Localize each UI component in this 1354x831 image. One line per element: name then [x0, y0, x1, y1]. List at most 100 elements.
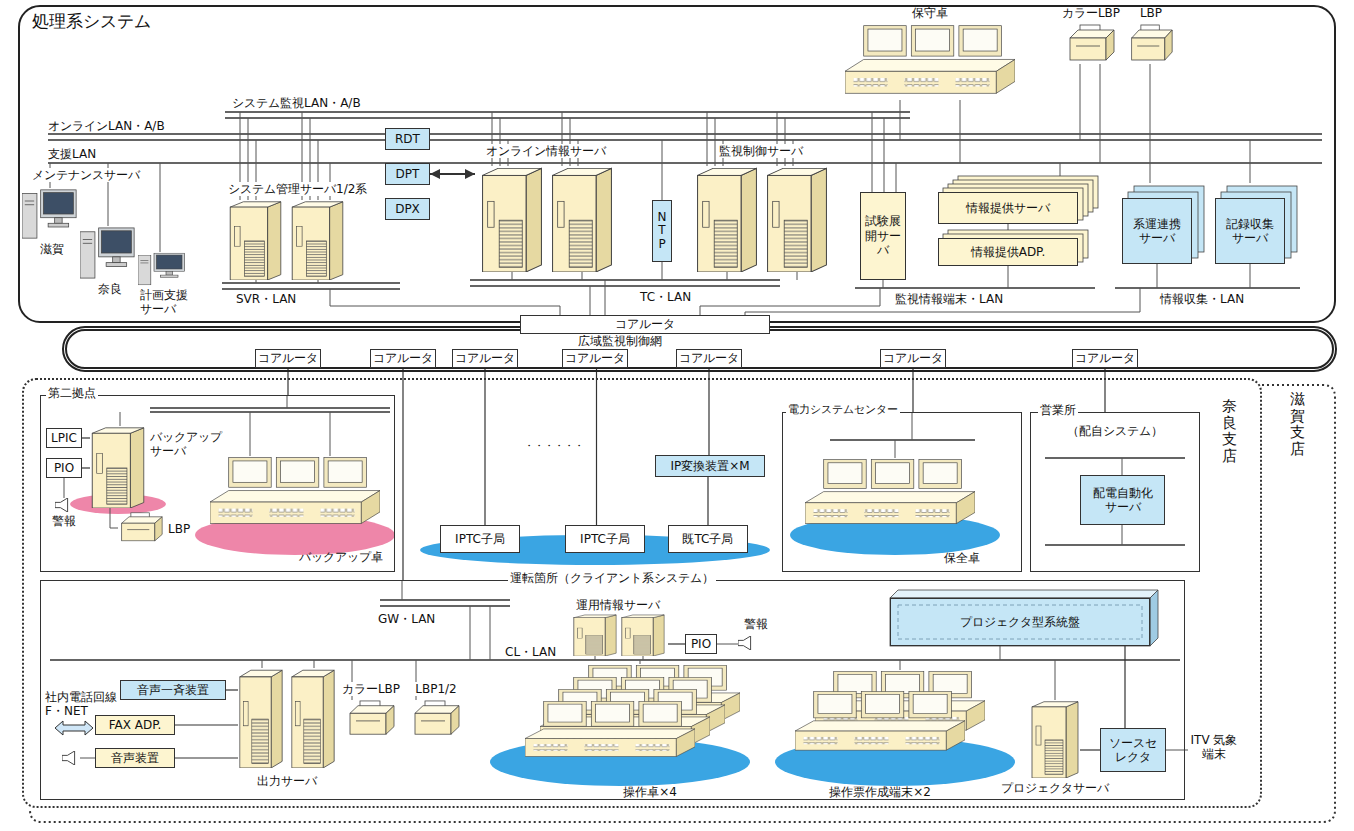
connector	[912, 368, 913, 412]
branch-region: 奈良支店第二拠点LPICPIOバックアップサーバLBPバックアップ卓IPTC子局…	[22, 378, 1262, 808]
connector	[707, 477, 708, 525]
server-icon	[292, 670, 334, 768]
console: バックアップ卓	[205, 452, 385, 564]
box-label: プロジェクタ型系統盤	[960, 615, 1080, 629]
node-label: 保全卓	[944, 551, 980, 565]
node-label: 監視制御サーバ	[717, 144, 805, 158]
computer-icon	[80, 228, 134, 278]
connector	[484, 368, 485, 525]
box-label: コアルータ	[679, 351, 739, 365]
connector	[287, 368, 288, 395]
box-label: IPTC子局	[455, 532, 505, 546]
box-label: 記録収集サーバ	[1220, 217, 1280, 246]
panel-depth	[890, 590, 1158, 598]
box-label: RDT	[395, 132, 420, 146]
text-label: SVR・LAN	[236, 292, 296, 306]
server-pair: オンライン情報サーバ	[475, 144, 617, 274]
speaker-icon	[62, 751, 75, 765]
printer-icon	[350, 701, 394, 734]
node-label: 滋賀支店	[1290, 391, 1305, 457]
maintenance-console: 保守卓	[840, 6, 1020, 104]
text-label: ・・・・・・	[524, 440, 584, 452]
core-router: コアルータ	[452, 349, 518, 368]
server-box: 試験展開サーバ	[860, 192, 906, 280]
console-icon	[525, 701, 695, 756]
text-label: TC・LAN	[640, 290, 691, 304]
node-label: システム管理サーバ1/2系	[226, 182, 369, 196]
node-label: バックアップサーバ	[150, 430, 225, 459]
node-label: オンライン情報サーバ	[484, 144, 608, 158]
node-label: 営業所	[1038, 403, 1078, 417]
server-box: 配電自動化サーバ	[1080, 475, 1165, 525]
text-label: 警報	[744, 617, 768, 631]
server-icon	[1032, 702, 1078, 778]
drop-wires	[50, 64, 1250, 758]
site-panel: 第二拠点LPICPIOバックアップサーバLBPバックアップ卓	[40, 395, 395, 572]
console-icon	[795, 691, 965, 750]
server-pair: 出力サーバ	[238, 668, 336, 770]
server-icon	[622, 615, 664, 656]
box-label: IP変換装置×M	[670, 459, 749, 473]
node-label: 保守卓	[912, 6, 948, 20]
io-box: LPIC	[46, 428, 82, 448]
printer-icon	[1132, 25, 1172, 60]
console-icon	[805, 460, 975, 524]
station-box: IPTC子局	[440, 525, 520, 553]
node-label: 操作卓×4	[623, 785, 677, 799]
node-label: LBP	[1140, 6, 1162, 20]
node-label: LBP	[168, 522, 190, 536]
text-label: 計画支援サーバ	[140, 288, 192, 317]
connector	[82, 437, 90, 438]
node-label: 広域監視制御網	[578, 334, 662, 348]
server-icon	[698, 168, 757, 272]
display-panel-face	[890, 598, 1150, 646]
text-label: 社内電話回線 F・NET	[45, 690, 121, 719]
server-pair: システム管理サーバ1/2系	[222, 182, 392, 282]
server-box: 記録収集サーバ	[1215, 198, 1285, 264]
device-box: 音声一斉装置	[120, 680, 226, 700]
node-label: 運転箇所（クライアント系システム）	[508, 571, 716, 585]
io-box: PIO	[685, 634, 717, 654]
computer-icon	[22, 190, 76, 238]
text-label: 監視情報端末・LAN	[895, 292, 1003, 306]
server-icon	[292, 202, 343, 280]
text-label: 警報	[52, 514, 76, 528]
node-label: 処理系システム	[32, 11, 151, 31]
server-pair: 運用情報サーバ	[568, 598, 668, 658]
connector	[175, 757, 238, 758]
speaker-icon	[55, 498, 68, 512]
core-router: コアルータ	[520, 315, 770, 334]
server-icon	[483, 168, 542, 272]
node-label: LBP1/2	[413, 682, 458, 696]
display-panel-inner	[898, 605, 1142, 639]
core-router: コアルータ	[676, 349, 742, 368]
text-label: 滋賀	[40, 242, 64, 256]
connector	[596, 368, 597, 525]
station-box: 既TC子局	[668, 525, 748, 553]
box-label: DPX	[395, 202, 420, 216]
site-panel: 電力システムセンター保全卓	[782, 412, 1022, 572]
data-box: DPX	[385, 198, 430, 220]
connector	[668, 643, 685, 644]
connector	[226, 689, 238, 690]
server-icon	[768, 168, 827, 272]
printer: LBP	[118, 512, 164, 544]
text-label: CL・LAN	[505, 645, 556, 659]
icons	[22, 25, 1172, 778]
ntp-box: NTP	[652, 200, 672, 262]
server-icon	[574, 615, 616, 656]
branch-outline	[30, 385, 1335, 822]
stack-shadows	[890, 176, 1297, 646]
connector	[430, 173, 475, 175]
box-label: コアルータ	[565, 351, 625, 365]
server-pair: 監視制御サーバ	[690, 144, 832, 274]
box-label: 試験展開サーバ	[865, 214, 901, 257]
text-label: メンテナンスサーバ	[30, 168, 142, 182]
connector	[1080, 749, 1100, 750]
printer-icon	[415, 701, 459, 734]
adapter-box: 情報提供ADP.	[938, 238, 1078, 266]
data-box: DPT	[385, 163, 430, 185]
panel-depth	[1150, 590, 1158, 646]
